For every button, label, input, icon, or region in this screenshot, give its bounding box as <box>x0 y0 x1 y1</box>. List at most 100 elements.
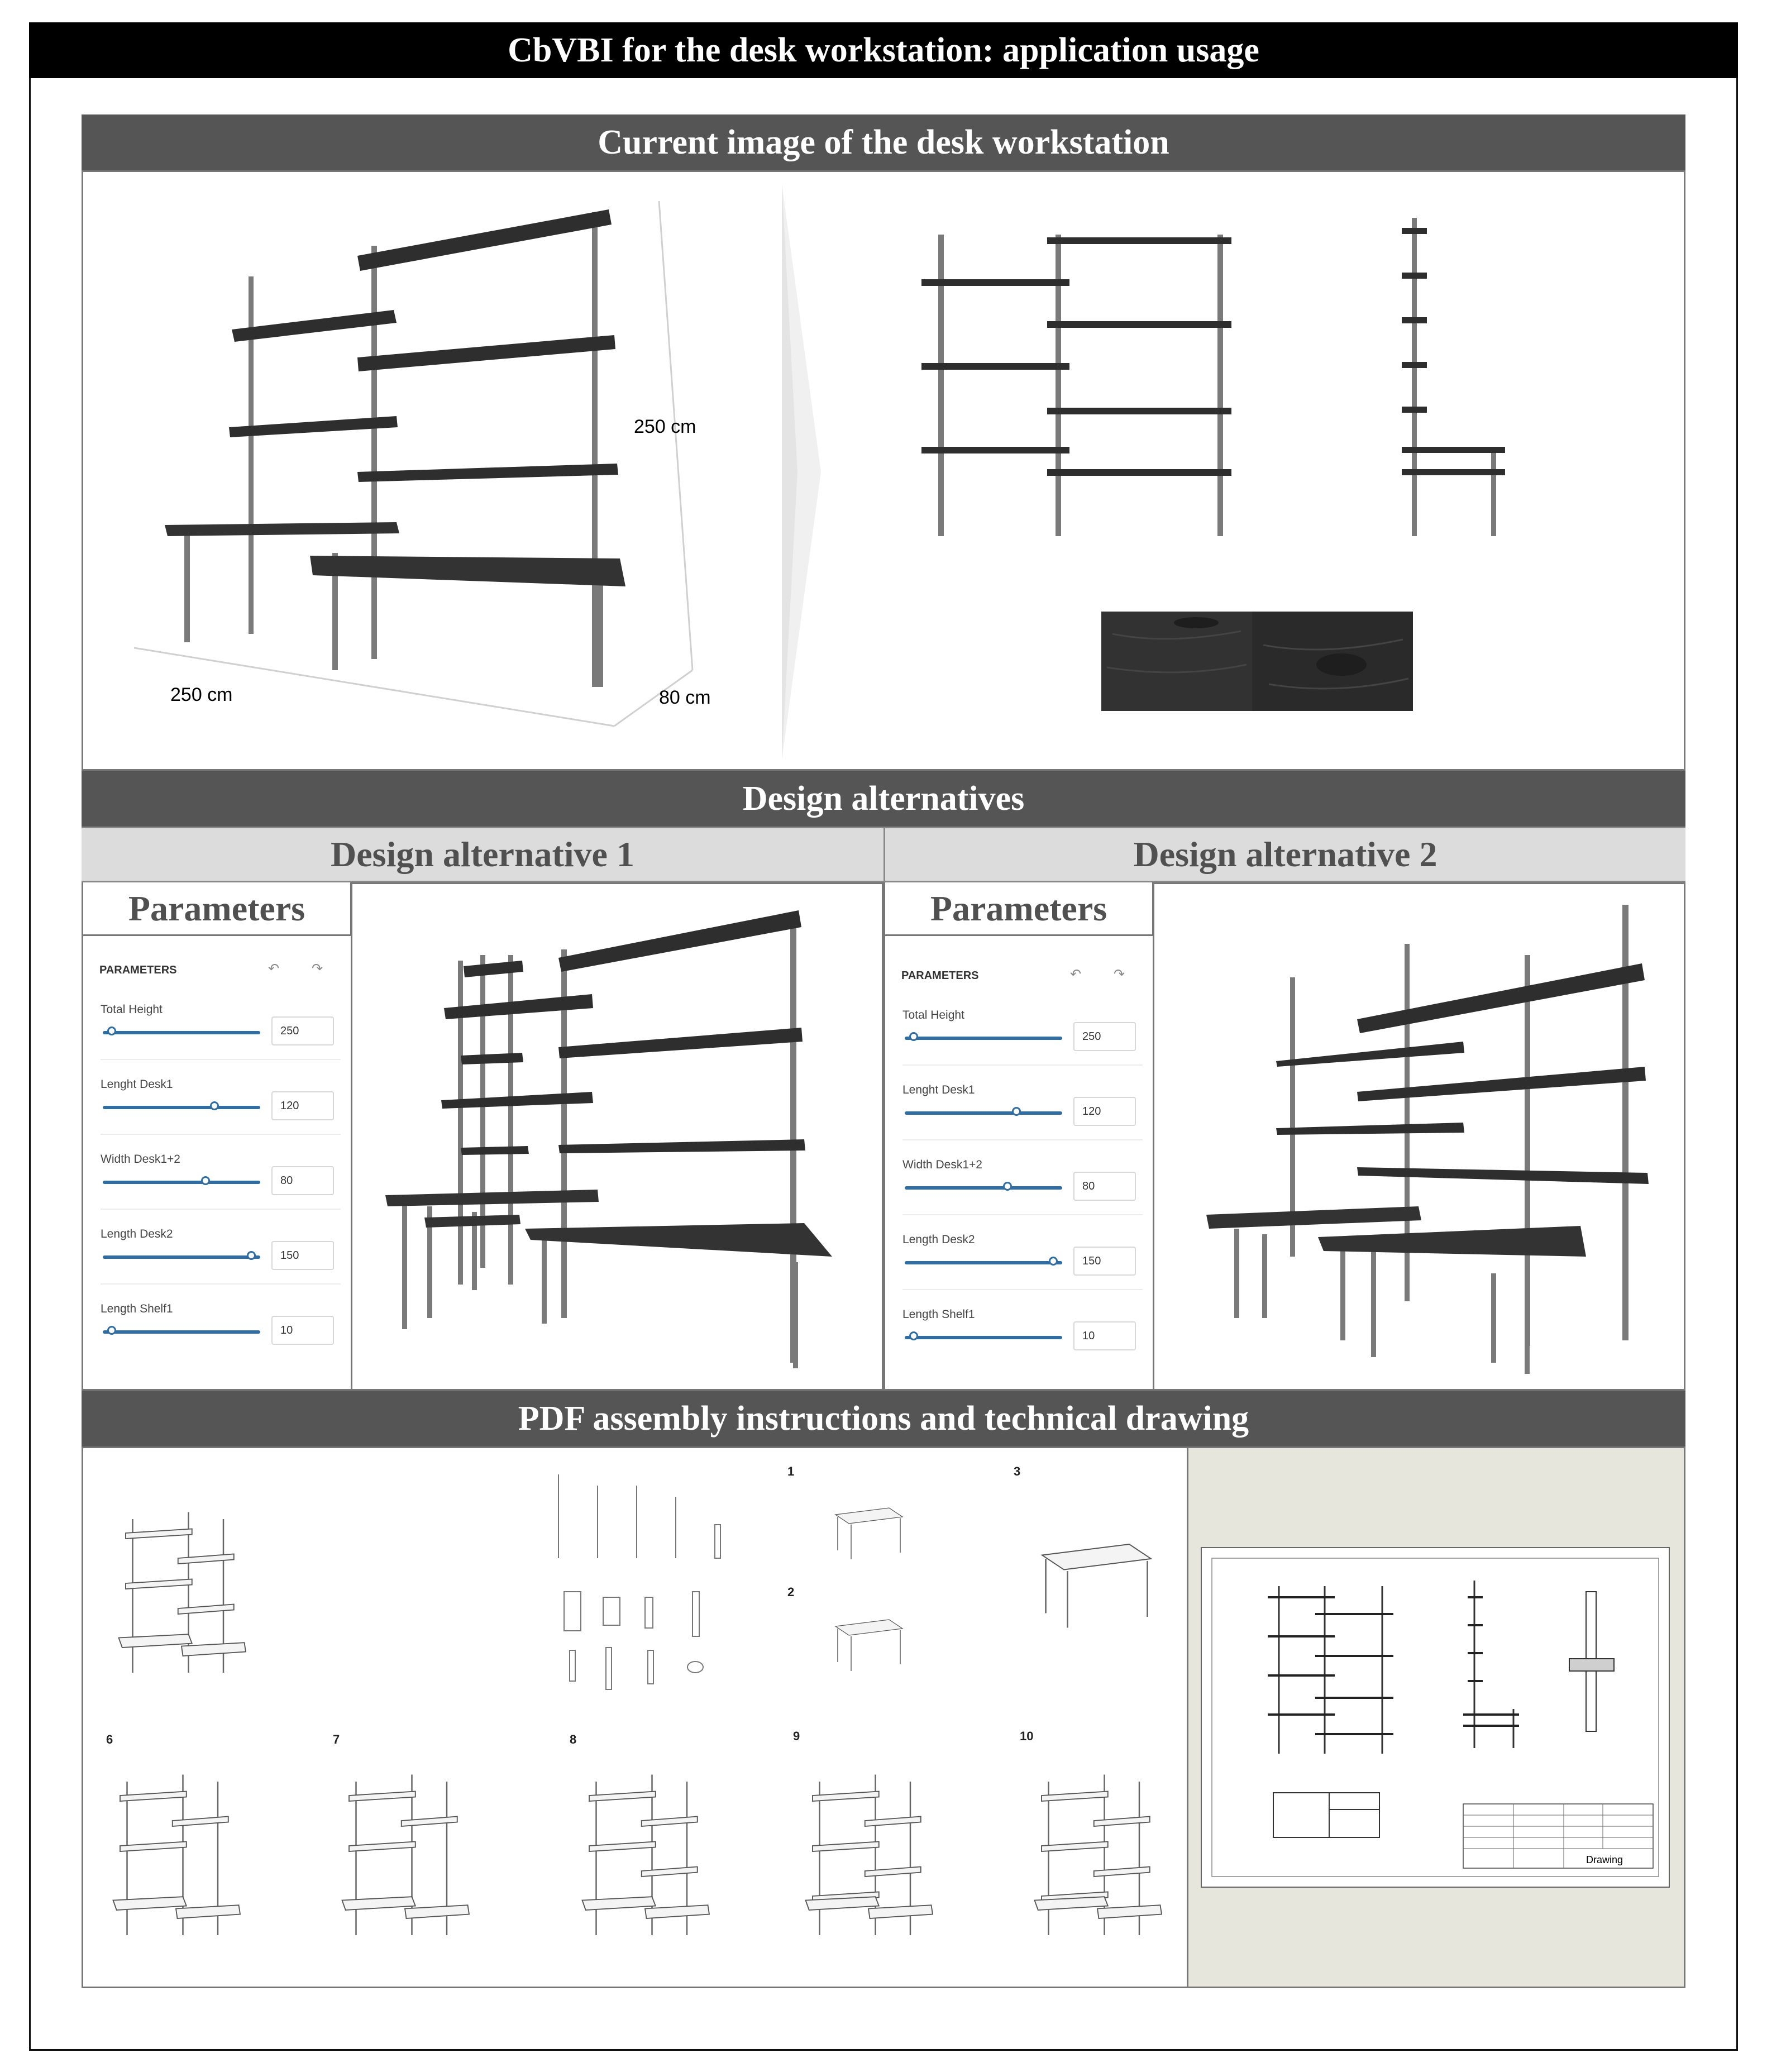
parts-list-sketch <box>558 1474 721 1690</box>
alt1-params-heading: PARAMETERS <box>99 964 177 976</box>
assembly-step-number: 10 <box>1020 1729 1034 1743</box>
dimension-lines <box>134 200 694 727</box>
assembly-step-number: 1 <box>787 1464 795 1478</box>
param-label: Width Desk1+2 <box>902 1158 982 1171</box>
desks <box>165 522 625 586</box>
section-current-header: Current image of the desk workstation <box>82 114 1685 170</box>
param-label: Length Desk2 <box>101 1228 173 1240</box>
param-value-input[interactable]: 10 <box>1073 1321 1136 1350</box>
param-slider[interactable] <box>905 1111 1062 1115</box>
assembly-step-sketch <box>581 1774 710 1935</box>
metal-posts <box>249 212 598 687</box>
param-separator <box>902 1064 1143 1066</box>
param-value-input[interactable]: 250 <box>1073 1022 1136 1051</box>
figure-title: CbVBI for the desk workstation: applicat… <box>29 22 1738 78</box>
alt2-header: Design alternative 2 <box>884 827 1685 882</box>
param-slider[interactable] <box>103 1031 260 1034</box>
slider-knob[interactable] <box>1049 1257 1058 1266</box>
desk-legs <box>184 531 603 687</box>
front-elevation-view <box>921 235 1231 536</box>
assembly-step-number: 9 <box>793 1729 800 1743</box>
alt1-panel-divider <box>351 882 352 1391</box>
param-value-input[interactable]: 150 <box>271 1241 334 1270</box>
current-3d-view: 250 cm 250 cm 80 cm <box>134 200 711 727</box>
param-slider[interactable] <box>103 1330 260 1334</box>
param-label: Total Height <box>902 1009 964 1021</box>
dim-depth-label: 80 cm <box>659 687 711 708</box>
undo-icon[interactable]: ↶ <box>268 961 280 976</box>
alt2-panel <box>884 882 1685 1391</box>
param-value-input[interactable]: 120 <box>1073 1097 1136 1126</box>
wood-texture-swatch <box>1101 612 1413 711</box>
param-label: Length Desk2 <box>902 1233 975 1246</box>
alt1-3d-view <box>385 910 832 1368</box>
assembly-step-number: 2 <box>787 1585 795 1599</box>
current-image-panel <box>82 170 1685 771</box>
assembly-step-number: 3 <box>1014 1464 1021 1478</box>
assembly-step-number: 8 <box>570 1732 577 1746</box>
param-separator <box>902 1214 1143 1215</box>
param-label: Length Shelf1 <box>101 1302 173 1315</box>
param-slider[interactable] <box>905 1261 1062 1264</box>
param-label: Lenght Desk1 <box>101 1078 173 1091</box>
param-label: Lenght Desk1 <box>902 1083 975 1096</box>
param-label: Total Height <box>101 1003 163 1016</box>
dim-length-label: 250 cm <box>170 684 233 705</box>
slider-knob[interactable] <box>1002 1182 1012 1191</box>
param-value-input[interactable]: 80 <box>1073 1172 1136 1201</box>
section-pdf-header: PDF assembly instructions and technical … <box>82 1391 1685 1446</box>
param-label: Length Shelf1 <box>902 1308 975 1321</box>
slider-knob[interactable] <box>107 1326 116 1335</box>
assembly-step-sketch <box>834 1507 904 1559</box>
redo-icon[interactable]: ↷ <box>312 961 323 976</box>
assembly-step-sketch <box>1034 1774 1163 1935</box>
param-separator <box>101 1283 341 1285</box>
slider-knob[interactable] <box>909 1331 918 1340</box>
technical-drawing: Drawing <box>1201 1547 1670 1888</box>
alt1-parameters-tab[interactable]: Parameters <box>82 882 352 936</box>
redo-icon[interactable]: ↷ <box>1114 967 1125 982</box>
param-slider[interactable] <box>103 1255 260 1259</box>
param-value-input[interactable]: 150 <box>1073 1247 1136 1276</box>
param-separator <box>101 1059 341 1060</box>
assembly-step-sketch <box>805 1774 934 1935</box>
alt2-parameters-tab[interactable]: Parameters <box>884 882 1154 936</box>
param-value-input[interactable]: 10 <box>271 1316 334 1345</box>
transition-arrow <box>782 184 821 760</box>
pdf-panel <box>82 1446 1685 1988</box>
slider-knob[interactable] <box>107 1027 116 1035</box>
param-separator <box>101 1209 341 1210</box>
param-label: Width Desk1+2 <box>101 1153 180 1166</box>
undo-icon[interactable]: ↶ <box>1070 967 1082 982</box>
alt2-3d-view <box>1206 905 1649 1374</box>
param-separator <box>902 1139 1143 1140</box>
dim-height-label: 250 cm <box>634 416 696 437</box>
param-value-input[interactable]: 80 <box>271 1166 334 1195</box>
param-slider[interactable] <box>905 1186 1062 1190</box>
assembly-overview-sketch <box>118 1512 247 1673</box>
alt1-panel <box>82 882 884 1391</box>
param-value-input[interactable]: 120 <box>271 1091 334 1120</box>
assembly-step-sketch <box>1040 1543 1153 1628</box>
param-separator <box>902 1289 1143 1290</box>
assembly-step-number: 7 <box>333 1732 340 1746</box>
param-slider[interactable] <box>905 1336 1062 1339</box>
assembly-step-sketch <box>341 1774 470 1935</box>
slider-knob[interactable] <box>247 1251 256 1260</box>
alt1-header: Design alternative 1 <box>82 827 884 882</box>
slider-knob[interactable] <box>209 1101 219 1110</box>
param-value-input[interactable]: 250 <box>271 1016 334 1045</box>
param-slider[interactable] <box>905 1037 1062 1040</box>
param-slider[interactable] <box>103 1106 260 1109</box>
side-elevation-view <box>1402 218 1505 536</box>
alt2-panel-divider <box>1153 882 1154 1391</box>
param-slider[interactable] <box>103 1181 260 1184</box>
assembly-step-sketch <box>834 1619 904 1671</box>
alt2-params-heading: PARAMETERS <box>901 970 979 982</box>
section-alternatives-header: Design alternatives <box>82 771 1685 827</box>
slider-knob[interactable] <box>1011 1107 1021 1116</box>
assembly-step-sketch <box>112 1774 241 1935</box>
slider-knob[interactable] <box>200 1176 210 1185</box>
slider-knob[interactable] <box>909 1032 918 1041</box>
drawing-title-label: Drawing <box>1586 1854 1623 1865</box>
